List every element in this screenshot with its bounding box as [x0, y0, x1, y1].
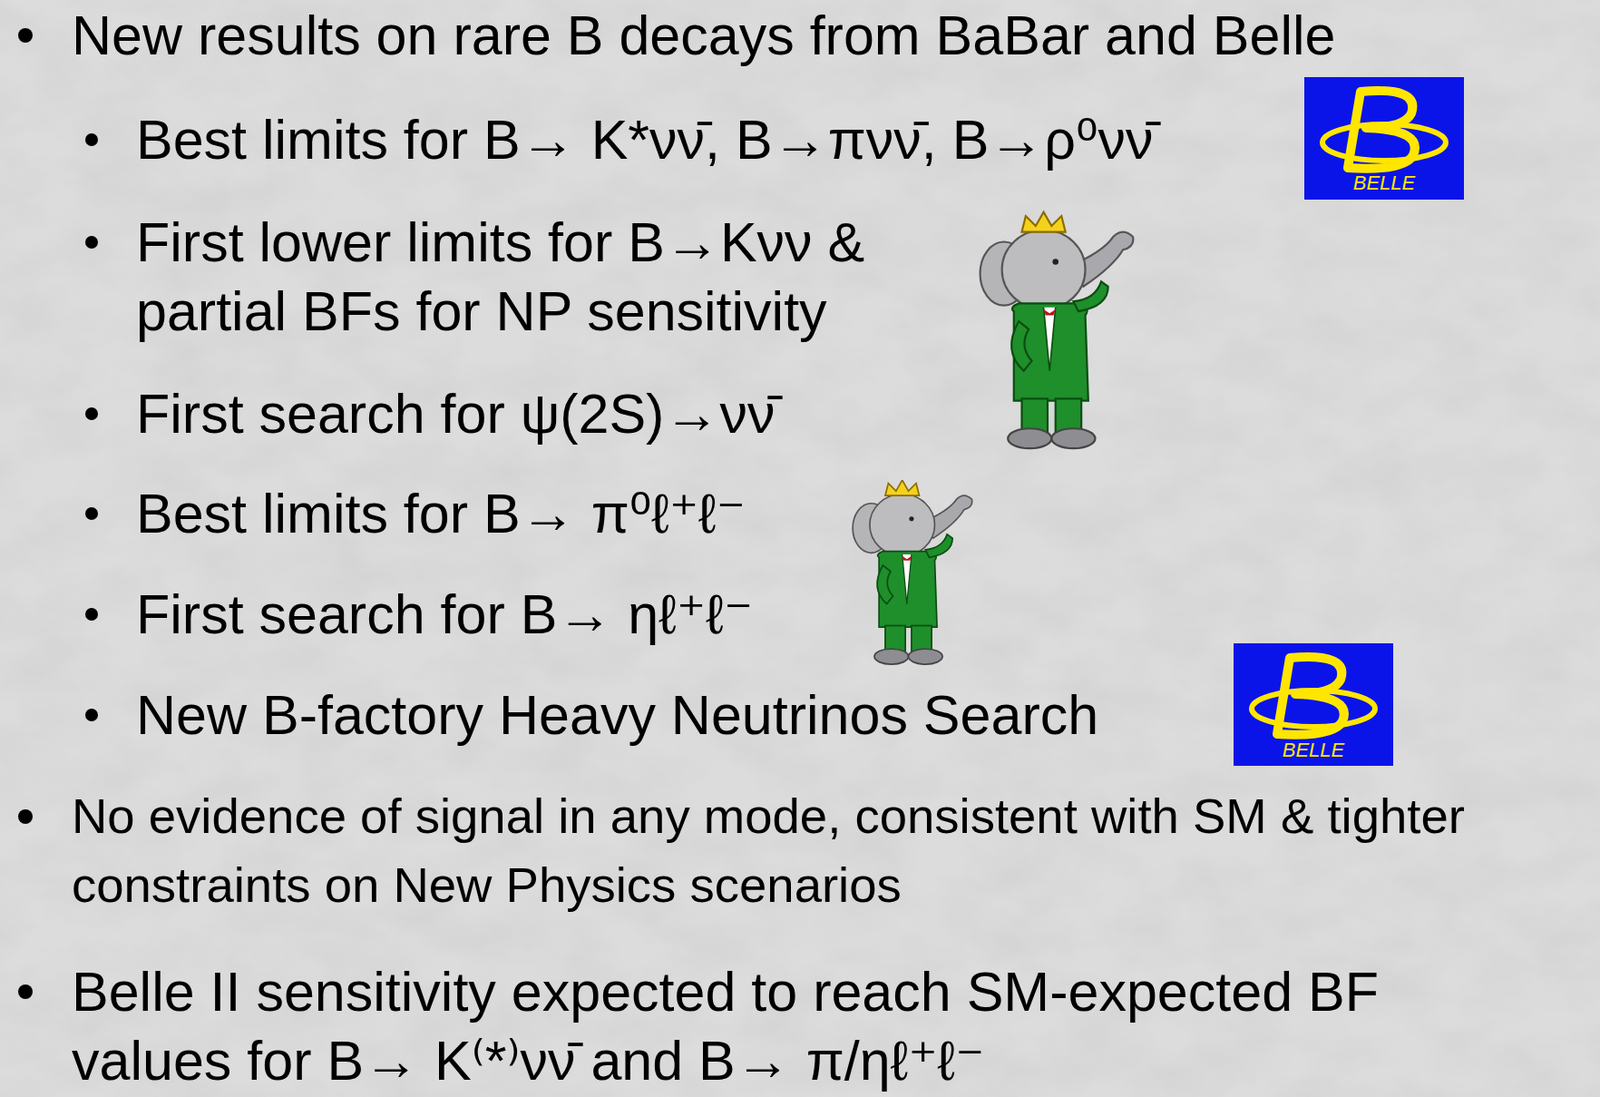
belle-logo	[1304, 77, 1464, 200]
bullet-text: First search for ψ(2S)→νν̄	[136, 379, 775, 449]
bullet-dots	[18, 28, 98, 999]
logo-text: BELLE	[1282, 739, 1346, 761]
bullet-text: New B-factory Heavy Neutrinos Search	[136, 680, 1099, 750]
babar-elephant	[852, 479, 973, 664]
bullet-text: Belle II sensitivity expected to reach S…	[71, 956, 1542, 1095]
bullet-text: Best limits for B→ K*νν̄, B→πνν̄, B→ρ⁰νν…	[136, 105, 1153, 175]
bullet-text: First lower limits for B→Kνν & partial B…	[136, 207, 980, 346]
bullet-text: Best limits for B→ π⁰ℓ⁺ℓ⁻	[136, 478, 746, 548]
bullet-text: New results on rare B decays from BaBar …	[71, 0, 1336, 70]
babar-elephant	[980, 212, 1134, 449]
bullet-text: First search for B→ ηℓ⁺ℓ⁻	[136, 579, 753, 649]
bullet-text: No evidence of signal in any mode, consi…	[71, 781, 1591, 920]
logo-text: BELLE	[1353, 172, 1416, 195]
belle-logo	[1233, 643, 1394, 766]
